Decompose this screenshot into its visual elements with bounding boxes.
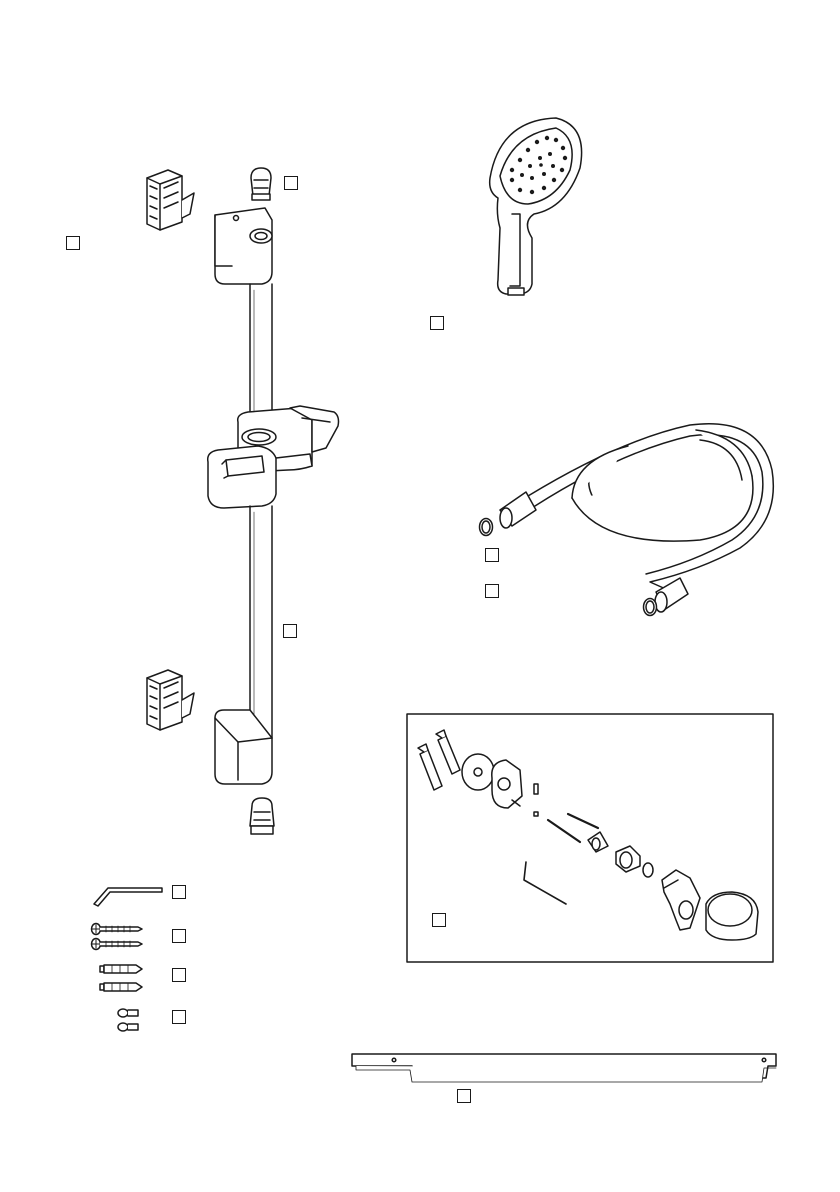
rail-tube-lower bbox=[250, 506, 272, 738]
shower-hose bbox=[500, 424, 773, 612]
slider-holder bbox=[208, 406, 339, 508]
checkbox-hose[interactable] bbox=[485, 584, 499, 598]
checkbox-drill-template[interactable] bbox=[457, 1089, 471, 1103]
hand-shower bbox=[490, 118, 582, 295]
checkbox-cap-top[interactable] bbox=[284, 176, 298, 190]
rail-bottom-bracket bbox=[215, 710, 272, 784]
checkbox-rail[interactable] bbox=[283, 624, 297, 638]
wall-clip-upper bbox=[147, 170, 194, 230]
checkbox-grub-screws[interactable] bbox=[172, 1010, 186, 1024]
checkbox-hex-key[interactable] bbox=[172, 885, 186, 899]
checkbox-dowels[interactable] bbox=[172, 968, 186, 982]
drill-template bbox=[352, 1054, 776, 1082]
checkbox-wall-outlet-kit[interactable] bbox=[432, 913, 446, 927]
hose-washer-upper bbox=[480, 519, 493, 536]
rail-cap-bottom bbox=[250, 798, 274, 834]
wall-outlet-kit bbox=[418, 730, 758, 940]
rail-top-bracket bbox=[215, 208, 272, 284]
hex-key bbox=[94, 888, 162, 906]
checkbox-screws[interactable] bbox=[172, 929, 186, 943]
grub-screws bbox=[118, 1009, 138, 1031]
dowels bbox=[100, 965, 142, 991]
rail-cap-top bbox=[251, 168, 271, 200]
hose-washer-lower bbox=[644, 599, 657, 616]
checkbox-hose-washer[interactable] bbox=[485, 548, 499, 562]
wall-clip-lower bbox=[147, 670, 194, 730]
screws bbox=[92, 924, 143, 950]
checkbox-hand-shower[interactable] bbox=[430, 316, 444, 330]
checkbox-wall-clips[interactable] bbox=[66, 236, 80, 250]
